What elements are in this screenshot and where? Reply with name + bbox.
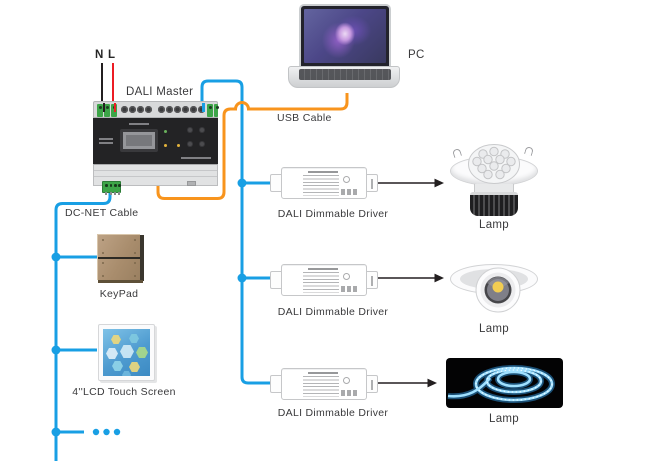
dali-master-terminal-strip bbox=[93, 101, 219, 118]
dali-master-label: DALI Master bbox=[126, 86, 194, 98]
lamp-downlight bbox=[448, 144, 540, 218]
usb-cable bbox=[156, 93, 349, 200]
touch-screen-device bbox=[98, 324, 155, 381]
downlight-heatsink bbox=[470, 192, 518, 216]
live-wire-stub bbox=[113, 103, 116, 112]
keypad-device bbox=[97, 234, 144, 283]
lamp-wire-2 bbox=[370, 273, 444, 283]
pc-wallpaper bbox=[304, 9, 386, 63]
pc-laptop-screen bbox=[299, 4, 391, 68]
keypad-bottom-edge bbox=[98, 280, 143, 283]
driver-body bbox=[281, 368, 367, 400]
mounting-clip bbox=[524, 146, 534, 156]
dali-driver-1 bbox=[268, 165, 380, 201]
dc-net-cable-label: DC-NET Cable bbox=[65, 207, 139, 219]
dali-master-front-panel bbox=[93, 118, 218, 164]
led-strip-coil bbox=[447, 365, 555, 403]
din-clip bbox=[187, 181, 196, 186]
spotlight-head bbox=[475, 267, 521, 313]
keypad-side-edge bbox=[140, 235, 144, 281]
dc-net-terminal bbox=[102, 181, 121, 195]
mounting-clip bbox=[451, 147, 463, 159]
downlight-led-face bbox=[468, 144, 520, 184]
dali-master-button bbox=[188, 142, 192, 146]
lamp-wire-1 bbox=[370, 178, 444, 188]
driver-label-2: DALI Dimmable Driver bbox=[277, 306, 389, 318]
bus-wire-stub bbox=[201, 103, 205, 112]
driver-label-3: DALI Dimmable Driver bbox=[277, 407, 389, 419]
lamp-label-2: Lamp bbox=[479, 323, 509, 335]
driver-output-tab bbox=[364, 375, 378, 393]
dali-bus-junction-dots bbox=[237, 178, 247, 283]
lamp-wire-3 bbox=[370, 378, 437, 388]
more-devices-ellipsis bbox=[92, 428, 121, 436]
keypad-label: KeyPad bbox=[99, 288, 139, 300]
lamp-label-3: Lamp bbox=[489, 413, 519, 425]
driver-body bbox=[281, 167, 367, 199]
dali-driver-2 bbox=[268, 262, 380, 298]
touch-screen-label: 4''LCD Touch Screen bbox=[72, 386, 176, 398]
neutral-label: N bbox=[95, 49, 104, 61]
lamp-label-1: Lamp bbox=[479, 219, 509, 231]
touch-screen-display bbox=[103, 329, 150, 376]
dali-driver-3 bbox=[268, 366, 380, 402]
dc-net-junction-dots bbox=[51, 252, 61, 437]
dali-master-device bbox=[93, 101, 219, 195]
keypad-rocker-divider bbox=[98, 257, 141, 259]
downlight-body bbox=[474, 184, 514, 194]
dali-master-lower-housing bbox=[93, 164, 218, 186]
pc-label: PC bbox=[408, 49, 425, 61]
dali-master-button bbox=[188, 128, 192, 132]
dali-master-button bbox=[200, 128, 204, 132]
pc-laptop-base bbox=[288, 66, 400, 88]
pc-keyboard bbox=[299, 69, 391, 80]
usb-cable-label: USB Cable bbox=[277, 112, 332, 124]
lamp-spotlight bbox=[448, 260, 540, 318]
neutral-wire-stub bbox=[102, 103, 105, 112]
dali-master-button bbox=[200, 142, 204, 146]
keypad-face bbox=[97, 234, 141, 280]
driver-body bbox=[281, 264, 367, 296]
driver-label-1: DALI Dimmable Driver bbox=[277, 208, 389, 220]
dali-master-display bbox=[120, 129, 158, 152]
live-label: L bbox=[108, 49, 116, 61]
lamp-led-strip bbox=[446, 358, 563, 408]
dc-net-cable bbox=[54, 188, 112, 461]
